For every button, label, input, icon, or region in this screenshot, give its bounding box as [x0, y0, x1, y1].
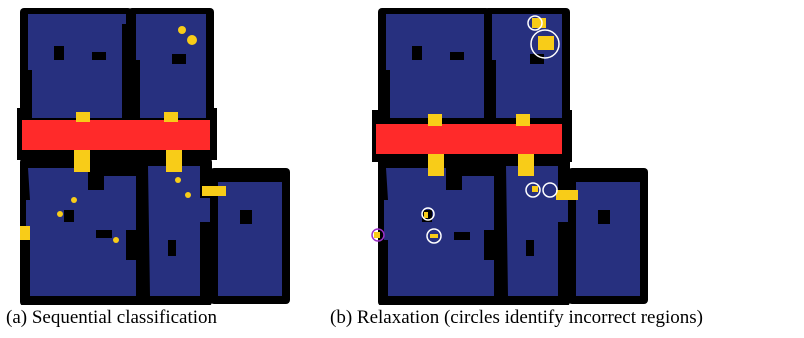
error-circle — [542, 182, 558, 198]
obstacles — [54, 46, 252, 256]
room-top-right — [136, 14, 206, 118]
room-bottom-middle — [506, 166, 568, 296]
doorways — [374, 18, 578, 238]
room-bottom-left — [26, 168, 136, 296]
error-circle — [530, 29, 560, 59]
caption-panel-b: (b) Relaxation (circles identify incorre… — [330, 307, 703, 328]
panel-b-map — [360, 0, 660, 305]
error-circle — [525, 182, 541, 198]
error-circle — [527, 15, 543, 31]
error-circles — [371, 15, 560, 244]
error-circle — [421, 207, 435, 221]
panel-a-map — [0, 0, 305, 305]
room-bottom-right — [218, 182, 282, 296]
error-circle — [426, 228, 442, 244]
room-bottom-middle — [148, 166, 210, 296]
map-a-svg — [17, 8, 290, 305]
map-b-svg — [371, 8, 648, 305]
room-top-left — [386, 14, 484, 118]
corridor — [22, 120, 210, 150]
doorways — [20, 26, 226, 243]
caption-panel-a: (a) Sequential classification — [6, 307, 218, 328]
room-bottom-right — [576, 182, 640, 296]
room-top-left — [28, 14, 126, 118]
corridor — [376, 124, 562, 154]
error-circle — [371, 228, 385, 242]
room-top-right — [492, 14, 562, 118]
